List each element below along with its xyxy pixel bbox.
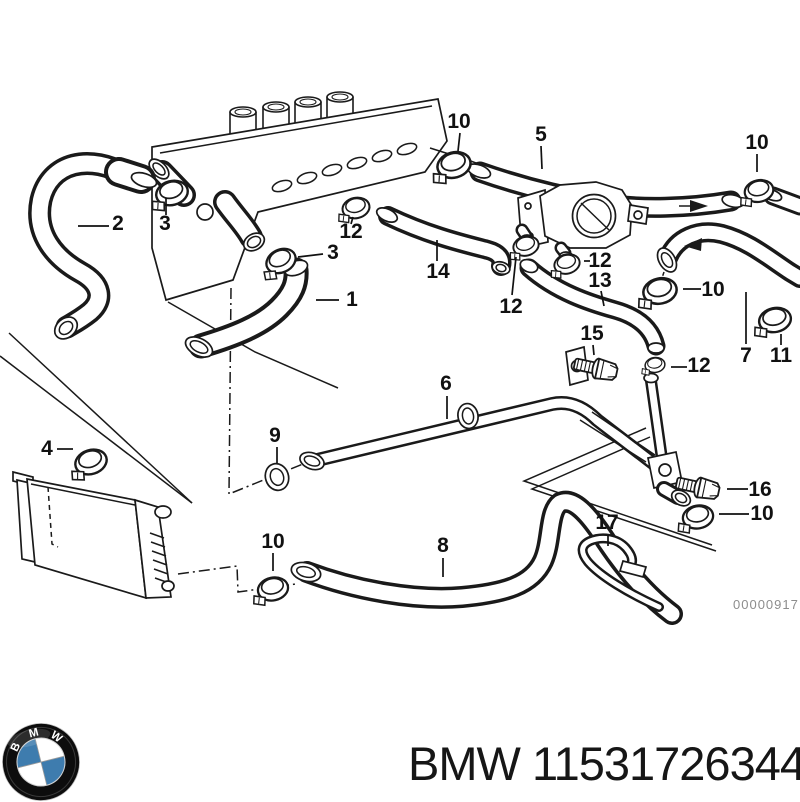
callout-15: 15 (580, 322, 604, 345)
flow-arrow-left (684, 238, 702, 251)
callout-13: 13 (588, 269, 612, 292)
hose-8 (290, 490, 683, 625)
callout-3: 3 (327, 241, 339, 264)
callout-2: 2 (112, 212, 124, 235)
callout-10: 10 (261, 530, 285, 553)
callout-10: 10 (701, 278, 725, 301)
callout-3: 3 (159, 212, 171, 235)
radiator (12, 470, 175, 600)
hose-2 (28, 152, 158, 340)
callout-5: 5 (535, 123, 547, 146)
callout-8: 8 (437, 534, 449, 557)
part-number: 11531726344 (531, 737, 800, 790)
callout-7: 7 (740, 344, 752, 367)
callout-6: 6 (440, 372, 452, 395)
hose-1 (184, 257, 309, 359)
callout-10: 10 (745, 131, 769, 154)
callout-12: 12 (588, 249, 612, 272)
callout-12: 12 (499, 295, 523, 318)
callout-17: 17 (595, 511, 619, 534)
callout-1: 1 (346, 288, 358, 311)
logo-letter-m: M (28, 726, 40, 740)
flow-arrow-right (690, 200, 708, 212)
callout-10: 10 (447, 110, 471, 133)
bmw-logo-icon: B M W (2, 723, 80, 801)
hose-17 (577, 533, 664, 612)
hose-7 (656, 222, 800, 288)
callout-12: 12 (339, 220, 363, 243)
callout-11: 11 (769, 344, 793, 367)
hose-14 (375, 206, 512, 276)
callout-4: 4 (41, 437, 53, 460)
callout-12: 12 (687, 354, 711, 377)
callout-9: 9 (269, 424, 281, 447)
hose-13 (519, 258, 666, 356)
part-number-line: BMW 11531726344 (408, 736, 800, 791)
water-pipe-6 (299, 345, 692, 507)
callout-14: 14 (426, 260, 450, 283)
image-watermark: 00000917 (733, 597, 799, 612)
callout-10: 10 (750, 502, 774, 525)
o-ring-9 (264, 462, 290, 492)
brand-name: BMW (408, 737, 521, 790)
throttle-body (515, 181, 649, 261)
callout-16: 16 (748, 478, 772, 501)
leader-lines (57, 132, 782, 577)
